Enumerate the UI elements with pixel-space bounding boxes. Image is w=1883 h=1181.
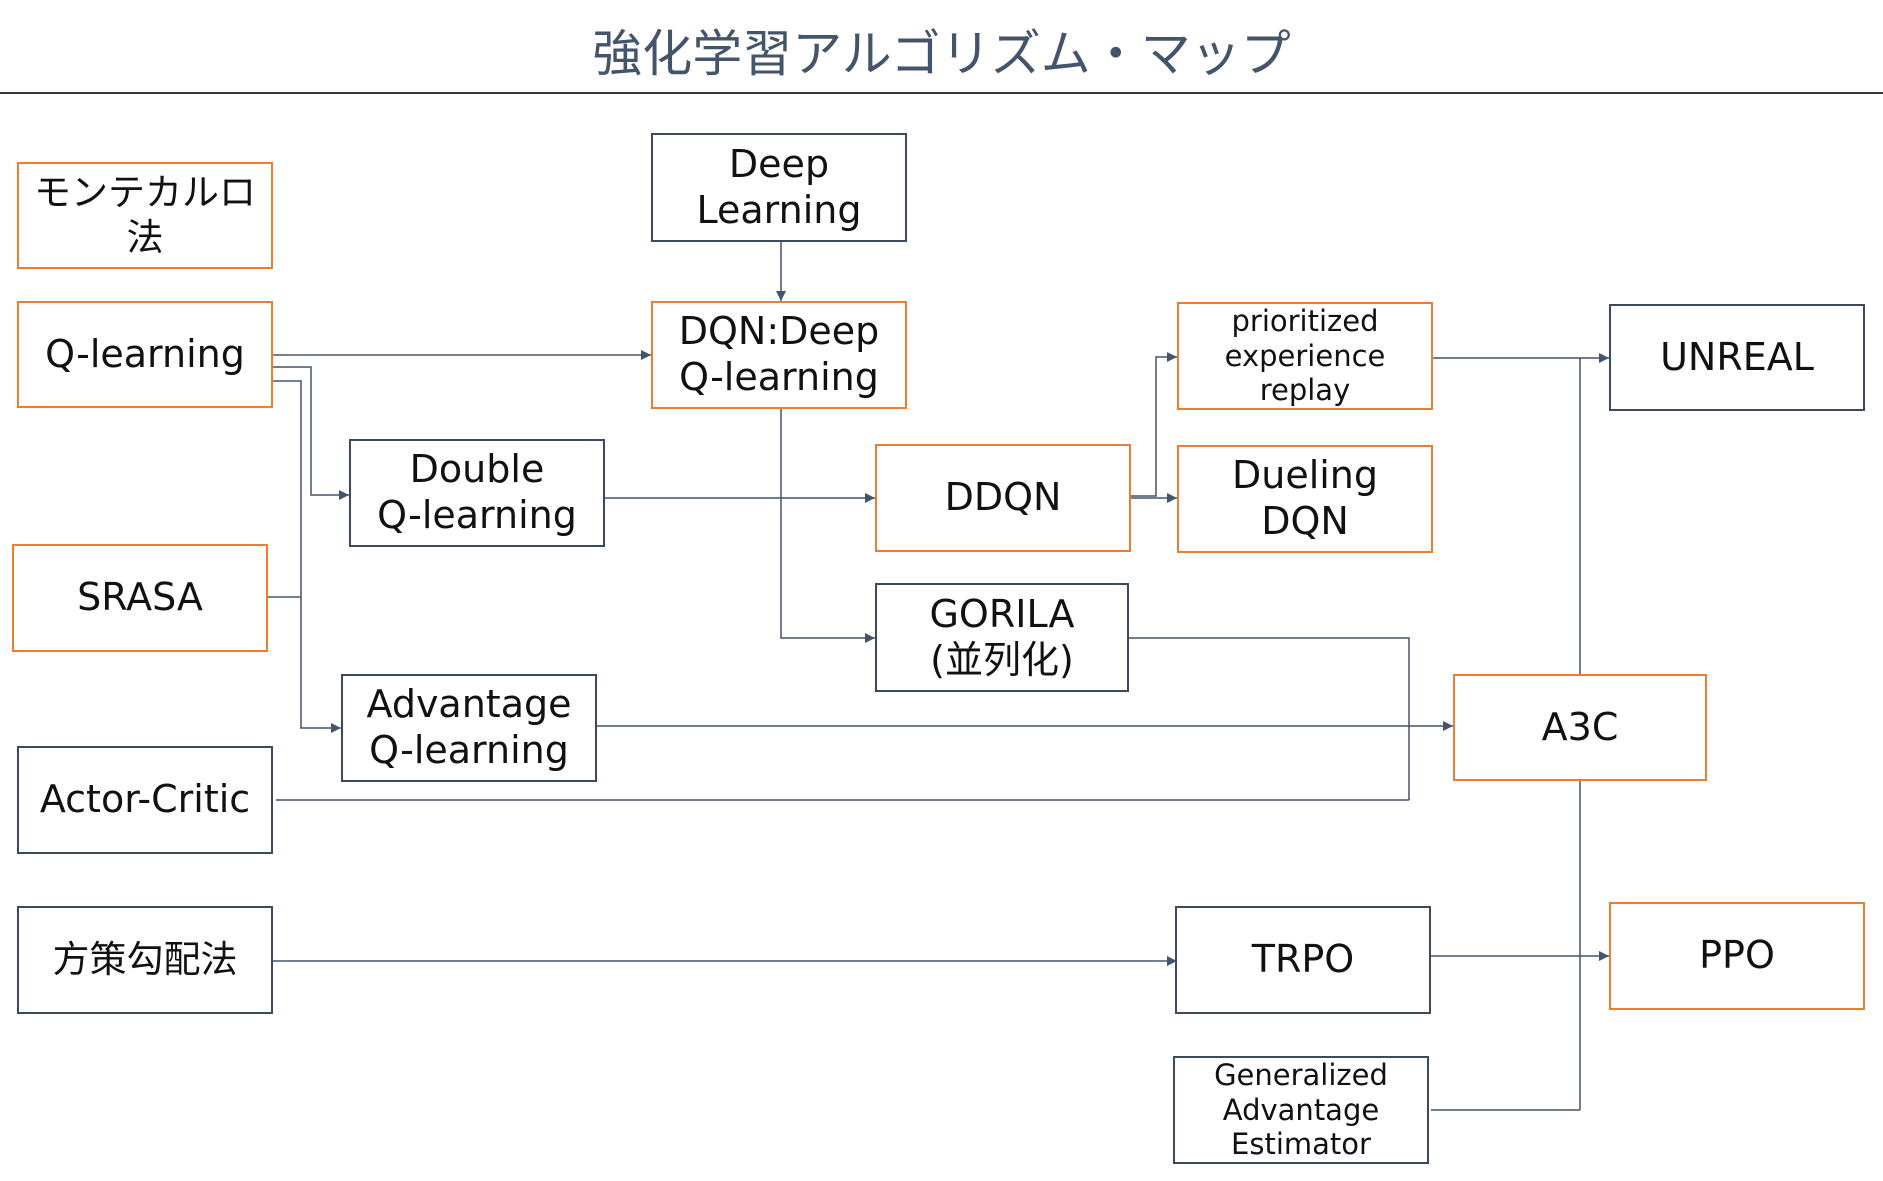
node-dqn: DQN:Deep Q-learning (651, 301, 907, 409)
edge-qlearning-double-q (273, 366, 349, 500)
node-actor-critic: Actor-Critic (17, 746, 273, 854)
node-unreal: UNREAL (1609, 304, 1865, 411)
edge-gorila-a3c (1129, 637, 1410, 800)
title-divider (0, 92, 1883, 94)
node-per: prioritized experience replay (1177, 302, 1433, 410)
edge-ddqn-per (1131, 352, 1177, 497)
node-a3c: A3C (1453, 674, 1707, 781)
node-ddqn: DDQN (875, 444, 1131, 552)
node-double-q: Double Q-learning (349, 439, 605, 547)
edge-qlearning-advantage-q (273, 380, 341, 733)
edge-dqn-gorila (780, 409, 875, 643)
node-gorila: GORILA (並列化) (875, 583, 1129, 692)
node-qlearning: Q-learning (17, 301, 273, 408)
node-montecarlo: モンテカルロ法 (17, 162, 273, 269)
node-srasa: SRASA (12, 544, 268, 652)
node-policy-gradient: 方策勾配法 (17, 906, 273, 1014)
node-advantage-q: Advantage Q-learning (341, 674, 597, 782)
node-deep-learning: Deep Learning (651, 133, 907, 242)
node-ppo: PPO (1609, 902, 1865, 1010)
node-dueling: Dueling DQN (1177, 445, 1433, 553)
page-title: 強化学習アルゴリズム・マップ (592, 25, 1291, 83)
node-gae: Generalized Advantage Estimator (1173, 1056, 1429, 1164)
node-trpo: TRPO (1175, 906, 1431, 1014)
